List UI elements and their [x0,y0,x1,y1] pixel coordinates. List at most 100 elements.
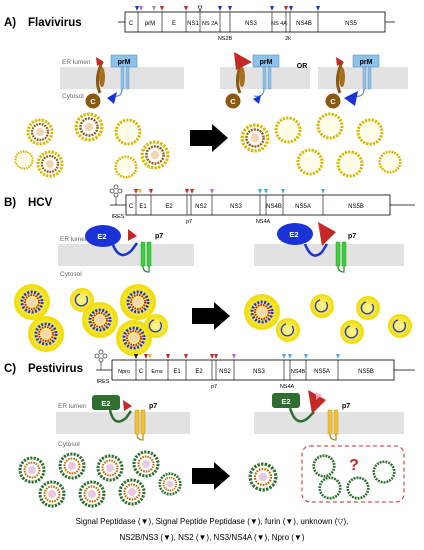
hcv-ires-icon [109,184,123,205]
panel-b-title: HCV [28,197,53,209]
ns2-cleavage-icon [210,189,214,194]
panel-a-letter: A) [4,17,16,29]
e2-label: E2 [97,232,106,241]
ns2-cleavage-icon [232,354,236,359]
signal-peptidase-icon [184,6,188,11]
signal-peptidase-icon [128,229,137,241]
panel-c-letter: C) [4,363,16,375]
signal-peptidase-icon [190,189,194,194]
panel-a-title: Flavivirus [28,17,82,29]
signal-peptidase-icon [166,354,170,359]
pesti-topology-left: E2 p7 [92,395,157,441]
panel-b-letter: B) [4,197,16,209]
flavi-seg-ns4a: NS 4A [271,21,287,27]
capsid-label: C [330,97,336,106]
hcv-ires-label: IRES [112,214,125,220]
pesti-seg-e2: E2 [195,369,203,375]
ns3ns4a-cleavage-icon [281,189,285,194]
pesti-membrane-left [56,412,190,434]
pesti-seg-npro: Npro [118,369,130,375]
flavi-or-label: OR [297,63,308,70]
pesti-topology-right: E2 p7 [272,390,350,441]
prm-label: prM [360,59,373,66]
hcv-seg-ns2: NS2 [195,204,207,210]
hcv-seg-ns4a: NS4A [256,219,271,225]
ns2bns3-cleavage-icon [107,92,117,104]
signal-peptidase-icon [318,222,336,246]
pesti-cytosol-label: Cytosol [58,441,80,448]
ns3ns4a-cleavage-icon [321,189,325,194]
legend-line-2: NS2B/NS3 (▼), NS2 (▼), NS3/NS4A (▼), Npr… [119,533,304,542]
ns2bns3-cleavage-icon [289,6,293,11]
flavi-seg-ns4b: NS4B [296,21,312,27]
pesti-ires-label: IRES [97,379,110,385]
signal-peptidase-icon [214,354,218,359]
hcv-particle [12,282,52,322]
panel-b: B) HCV IRES C E1 E2 NS2 NS3 [4,184,415,358]
flavi-seg-ns1: NS1 [187,21,199,27]
flavi-er-lumen-label: ER lumen [62,59,91,66]
prm-label: prM [118,59,131,66]
e2-protein [85,225,121,247]
ns2bns3-cleavage-icon [253,95,261,104]
ns2bns3-cleavage-icon [316,6,320,11]
hcv-seg-ns5a: NS5A [295,204,311,210]
flavi-seg-ns5: NS5 [345,21,357,27]
signal-peptidase-icon [160,6,164,11]
p7-label: p7 [342,403,350,410]
pesti-ires-icon [94,349,108,370]
pesti-seg-erns: Erns [151,369,163,375]
hcv-cytosol-label: Cytosol [60,271,82,278]
signal-peptidase-icon [144,354,148,359]
signal-peptidase-icon [284,6,288,11]
pesti-seg-e1: E1 [173,369,181,375]
hcv-particles-after [242,292,413,345]
pesti-particle [18,456,46,484]
e2-label: E2 [289,230,298,239]
hcv-topology-left: E2 p7 [85,225,163,273]
signal-peptidase-icon [184,354,188,359]
flavi-seg-2k: 2k [285,36,291,42]
furin-cleavage-icon [152,6,156,11]
hcv-er-lumen-label: ER lumen [60,236,89,243]
flavi-seg-ns2a: NS 2A [202,21,218,27]
flavi-topology-left: prM C [85,54,138,109]
hcv-particles-before [12,282,169,358]
pesti-seg-ns5a: NS5A [314,369,330,375]
flavi-seg-ns2b: NS2B [218,36,233,42]
p7-label: p7 [348,233,356,240]
e2-protein [92,395,120,410]
ns2bns3-cleavage-icon [218,6,222,11]
ns2bns3-cleavage-icon [228,6,232,11]
e2-label: E2 [101,399,110,408]
capsid-protein [85,93,101,109]
flavi-cytosol-label: Cytosol [62,93,84,100]
npro-cleavage-icon [134,354,138,359]
flavi-seg-ns3: NS3 [245,21,257,27]
capsid-anchor [99,67,105,87]
p7-label: p7 [155,233,163,240]
capsid-label: C [90,97,96,106]
hcv-seg-p7: p7 [186,219,192,225]
pesti-seg-ns4b: NS4B [291,369,306,375]
prm-label: prM [260,59,273,66]
signal-peptidase-icon [234,52,252,70]
p7-label: p7 [149,403,157,410]
empty-particle [14,150,34,170]
signal-peptidase-icon [210,354,214,359]
flavi-genome-map: C prM E NS1 NS 2A NS3 NS 4A NS4B NS5 NS2… [118,5,395,42]
mature-particle [74,112,104,142]
mature-particle [26,118,54,146]
hcv-genome-map: C E1 E2 NS2 NS3 NS4B NS5A NS5B p7 NS4A [110,189,415,225]
hcv-particle [118,282,158,322]
pesti-seg-ns3: NS3 [253,369,265,375]
e2-label: E2 [281,397,290,406]
ns3ns4a-cleavage-icon [282,354,286,359]
signal-peptidase-icon [149,189,153,194]
empty-particle [114,118,142,146]
mature-particle [140,140,170,170]
panel-c-title: Pestivirus [28,363,83,375]
hcv-seg-e2: E2 [165,204,173,210]
panel-a: A) Flavivirus C prM E NS1 NS 2A NS3 NS 4… [4,5,408,179]
